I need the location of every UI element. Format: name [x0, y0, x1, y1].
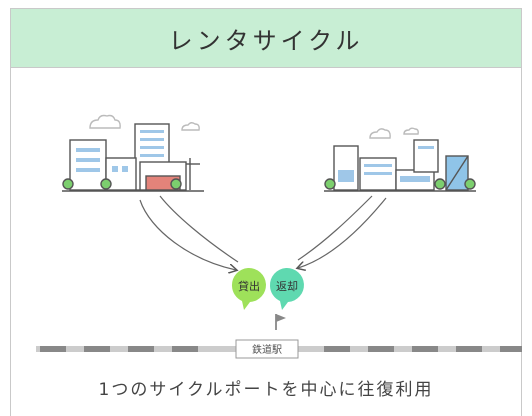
page-title: レンタサイクル [168, 26, 364, 55]
return-bubble: 返却 [269, 268, 304, 310]
right-city-icon [324, 127, 476, 192]
panel-header: レンタサイクル [10, 8, 522, 68]
right-flow-return [297, 195, 373, 261]
lend-bubble-label: 貸出 [238, 279, 260, 293]
lend-bubble: 貸出 [231, 268, 266, 310]
diagram-caption: 1つのサイクルポートを中心に往復利用 [98, 380, 434, 400]
flag-icon [275, 314, 286, 330]
left-flow-return [159, 195, 239, 263]
right-flow-arrow [298, 197, 387, 268]
station-sign: 鉄道駅 [235, 339, 299, 359]
left-city-icon [62, 114, 204, 192]
left-flow-arrow [139, 199, 236, 270]
station-label: 鉄道駅 [252, 343, 282, 356]
return-bubble-label: 返却 [276, 280, 298, 293]
